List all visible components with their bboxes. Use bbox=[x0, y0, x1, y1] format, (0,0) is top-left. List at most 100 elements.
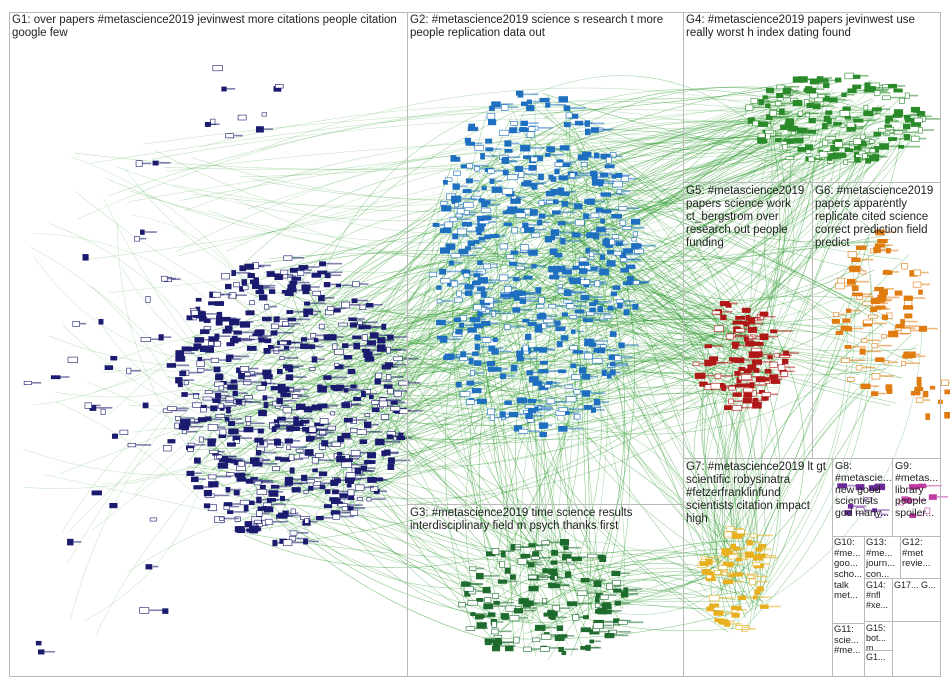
node bbox=[808, 130, 816, 133]
node-label-mark bbox=[486, 308, 492, 310]
node bbox=[819, 151, 828, 157]
node-label-mark bbox=[523, 168, 536, 170]
node-label-mark bbox=[304, 272, 310, 274]
node-label-mark bbox=[220, 335, 231, 337]
node-label-mark bbox=[517, 263, 526, 265]
node bbox=[500, 412, 506, 417]
node-label-mark bbox=[788, 126, 799, 128]
node-label-mark bbox=[784, 97, 791, 99]
node-label-mark bbox=[721, 385, 729, 387]
node-label-mark bbox=[624, 300, 635, 302]
node bbox=[475, 146, 484, 151]
node bbox=[478, 312, 483, 316]
node-label-mark bbox=[499, 351, 512, 353]
node-label-mark bbox=[863, 296, 873, 298]
node-label-mark bbox=[588, 259, 595, 261]
node bbox=[904, 352, 910, 357]
node bbox=[556, 327, 566, 331]
node bbox=[695, 373, 705, 379]
node bbox=[311, 333, 316, 338]
node bbox=[312, 273, 321, 277]
node bbox=[613, 589, 621, 593]
node bbox=[267, 271, 275, 276]
node bbox=[560, 146, 569, 151]
node-label-mark bbox=[259, 285, 275, 287]
node-label-mark bbox=[533, 415, 543, 417]
node bbox=[355, 485, 364, 491]
node bbox=[872, 154, 878, 159]
node bbox=[760, 605, 768, 609]
node-label-mark bbox=[508, 277, 518, 279]
node bbox=[580, 280, 590, 285]
node bbox=[285, 481, 293, 485]
node bbox=[847, 279, 855, 284]
edge bbox=[85, 410, 212, 621]
node-label-mark bbox=[372, 498, 386, 500]
node bbox=[485, 639, 494, 643]
node-label-mark bbox=[310, 303, 325, 305]
node bbox=[375, 379, 381, 384]
node bbox=[524, 227, 534, 232]
node bbox=[516, 266, 524, 270]
node bbox=[559, 407, 567, 411]
node-label-mark bbox=[204, 486, 213, 488]
node bbox=[570, 346, 578, 350]
node bbox=[461, 352, 466, 357]
node-label-mark bbox=[490, 310, 501, 312]
node-label-mark bbox=[877, 308, 890, 310]
node-label-mark bbox=[476, 590, 491, 592]
node-label-mark bbox=[279, 325, 295, 327]
node-label-mark bbox=[558, 562, 572, 564]
node-label-mark bbox=[866, 351, 881, 353]
node bbox=[492, 622, 497, 628]
node bbox=[545, 153, 550, 156]
node bbox=[483, 264, 490, 269]
node bbox=[528, 322, 537, 326]
node bbox=[437, 286, 442, 290]
node-label-mark bbox=[864, 120, 876, 122]
node-label-mark bbox=[495, 180, 503, 182]
node bbox=[833, 313, 838, 317]
node bbox=[308, 486, 313, 490]
node bbox=[184, 381, 188, 385]
node-label-mark bbox=[599, 129, 610, 131]
node-label-mark bbox=[863, 367, 876, 369]
node bbox=[468, 601, 477, 606]
node bbox=[861, 384, 871, 389]
node-label-mark bbox=[874, 112, 881, 114]
node-label-mark bbox=[566, 268, 582, 270]
node bbox=[457, 229, 466, 234]
node-label-mark bbox=[234, 356, 250, 358]
node-label-mark bbox=[277, 428, 293, 430]
node bbox=[284, 256, 292, 260]
node bbox=[300, 265, 304, 269]
node-label-mark bbox=[471, 271, 483, 273]
node bbox=[320, 418, 328, 424]
node bbox=[726, 304, 731, 308]
node bbox=[779, 109, 784, 115]
node bbox=[533, 638, 540, 642]
node-label-mark bbox=[177, 407, 189, 409]
node-label-mark bbox=[889, 271, 899, 273]
node bbox=[587, 233, 596, 238]
node bbox=[894, 131, 903, 134]
node-label-mark bbox=[776, 133, 782, 135]
node bbox=[493, 640, 501, 645]
node-label-mark bbox=[773, 116, 789, 118]
node bbox=[523, 223, 529, 228]
node-label-mark bbox=[287, 390, 300, 392]
node bbox=[453, 184, 460, 190]
node-label-mark bbox=[288, 342, 297, 344]
node-label-mark bbox=[136, 444, 151, 446]
node bbox=[503, 188, 513, 194]
node bbox=[756, 548, 763, 552]
node bbox=[930, 386, 935, 389]
node bbox=[269, 290, 275, 294]
node bbox=[918, 290, 922, 295]
node-label-mark bbox=[477, 568, 485, 570]
node bbox=[153, 161, 158, 165]
node bbox=[362, 335, 367, 341]
node-label-mark bbox=[872, 323, 887, 325]
node-label-mark bbox=[616, 365, 629, 367]
node bbox=[855, 157, 861, 161]
